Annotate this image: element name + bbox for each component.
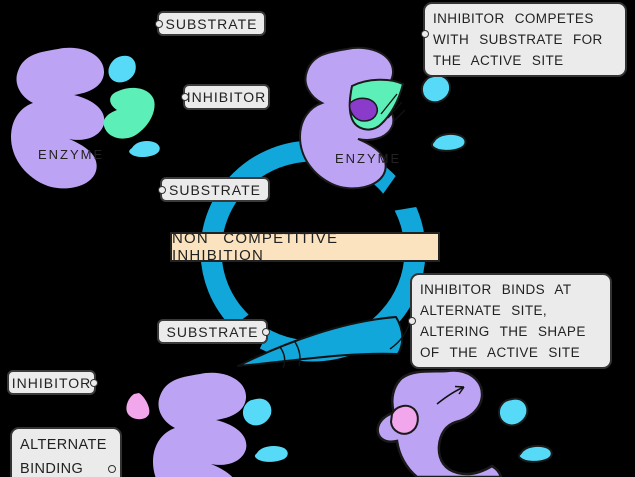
alternate-site-inhibitor-shape	[389, 404, 419, 435]
substrate-droplet-icon	[129, 140, 160, 157]
callout-line: WITH SUBSTRATE FOR	[433, 32, 603, 47]
tag-label: INHIBITOR	[186, 89, 267, 105]
cycle-tail-detail-line	[279, 346, 286, 369]
callout-line: INHIBITOR BINDS AT	[420, 282, 572, 297]
callout-line: THE ACTIVE SITE	[433, 53, 564, 68]
callout-line: ALTERNATE SITE,	[420, 303, 548, 318]
enzyme-label-top-left: ENZYME	[38, 147, 105, 162]
tag-label: INHIBITOR	[11, 374, 92, 391]
cycle-tail-detail-line	[294, 341, 301, 367]
cycle-arrow-notch-top-icon	[368, 170, 428, 215]
tag-label: SUBSTRATE	[169, 181, 261, 198]
tag-hole-icon	[108, 465, 116, 473]
enzyme-shape-bottom-left	[153, 372, 247, 477]
shape-change-arrow-icon	[436, 385, 465, 405]
substrate-droplet-icon	[517, 444, 553, 463]
callout-alternate-binding: ALTERNATE BINDING	[10, 427, 122, 477]
callout-line: ALTERNATE	[20, 437, 107, 453]
callout-line: BINDING	[20, 461, 84, 477]
inhibitor-tag-top: INHIBITOR	[181, 84, 270, 110]
tag-hole-icon	[158, 185, 166, 194]
active-site-hatch-lines	[380, 93, 406, 123]
callout-competitive-inhibition: INHIBITOR COMPETES WITH SUBSTRATE FOR TH…	[421, 2, 627, 77]
title-banner: NON COMPETITIVE INHIBITION	[170, 230, 440, 264]
substrate-droplet-icon	[497, 397, 529, 427]
substrate-droplet-icon	[430, 132, 467, 152]
callout-noncompetitive-inhibition: INHIBITOR BINDS AT ALTERNATE SITE, ALTER…	[408, 273, 612, 369]
substrate-droplet-icon	[420, 74, 452, 104]
tag-hole-icon	[421, 30, 429, 38]
callout-line: ALTERING THE SHAPE	[420, 324, 586, 339]
inhibitor-tag-bottom: INHIBITOR	[7, 370, 98, 395]
substrate-droplet-icon	[242, 398, 272, 426]
tag-hole-icon	[155, 19, 163, 28]
enzyme-label-top-right: ENZYME	[335, 151, 402, 166]
callout-line: INHIBITOR COMPETES	[433, 11, 594, 26]
tag-hole-icon	[408, 317, 416, 325]
substrate-droplet-icon	[254, 445, 288, 462]
callout-line: OF THE ACTIVE SITE	[420, 345, 580, 360]
tag-label: SUBSTRATE	[165, 15, 258, 32]
substrate-droplet-icon	[108, 55, 136, 83]
tag-label: SUBSTRATE	[166, 323, 259, 340]
inhibitor-pink-shape	[126, 393, 150, 420]
substrate-tag-top: SUBSTRATE	[155, 11, 266, 36]
substrate-tag-bottom: SUBSTRATE	[157, 319, 270, 344]
enzyme-shape-top-left	[11, 47, 105, 189]
inhibitor-free-green-shape	[103, 87, 155, 139]
tag-hole-icon	[181, 93, 189, 101]
tag-hole-icon	[90, 378, 98, 387]
active-site-dark-shape	[348, 97, 378, 122]
substrate-tag-left: SUBSTRATE	[158, 177, 270, 202]
tag-hole-icon	[262, 327, 270, 336]
